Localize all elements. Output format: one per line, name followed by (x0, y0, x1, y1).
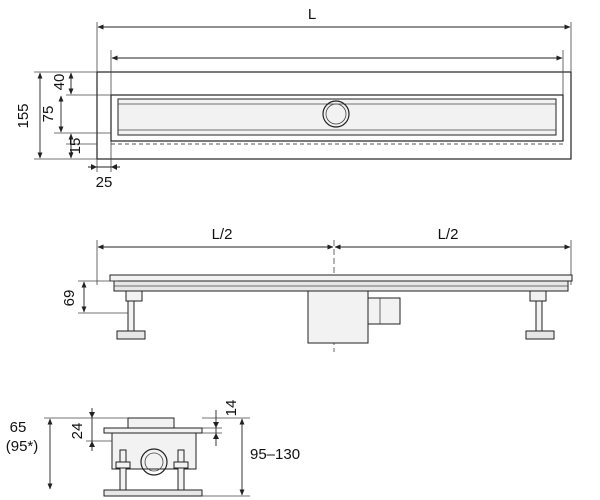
section-view: 24 65 (95*) 14 95–130 (6, 400, 300, 497)
channel-top-plate (109, 274, 573, 282)
drain-grate (117, 98, 557, 136)
dim-half-left-label: L/2 (212, 226, 233, 243)
section-right-leg (177, 449, 185, 491)
dim-length-label: L (308, 6, 316, 23)
dim-range-label: 95–130 (250, 446, 300, 463)
left-foot-rod (127, 300, 135, 332)
dim-95-alt-label: (95*) (6, 438, 39, 455)
outlet-body (307, 290, 369, 344)
dim-24-label: 24 (69, 423, 86, 440)
dim-40-label: 40 (51, 74, 68, 91)
top-view: L 155 40 75 15 25 (15, 6, 572, 191)
dim-65-label: 65 (10, 419, 27, 436)
right-foot-bracket (529, 290, 547, 302)
dim-25-label: 25 (96, 174, 113, 191)
drain-plate-outline (96, 71, 572, 160)
dim-75-label: 75 (40, 106, 57, 123)
right-foot-base (525, 330, 555, 340)
dim-15-label: 15 (67, 138, 84, 155)
outlet-pipe (367, 297, 401, 325)
section-top-plate (103, 427, 203, 434)
drain-frame (110, 94, 564, 142)
outlet-circle (322, 100, 350, 128)
dim-69-label: 69 (61, 290, 78, 307)
right-foot-rod (535, 300, 543, 332)
section-left-leg (119, 449, 127, 491)
section-outlet-circle (140, 448, 168, 476)
section-grate-cap (127, 417, 175, 429)
left-foot-base (116, 330, 146, 340)
dim-14-label: 14 (223, 400, 240, 417)
side-view: L/2 L/2 69 (61, 226, 573, 352)
dim-155-label: 155 (15, 103, 32, 128)
section-base (103, 489, 203, 497)
left-foot-bracket (125, 290, 143, 302)
dim-half-right-label: L/2 (438, 226, 459, 243)
